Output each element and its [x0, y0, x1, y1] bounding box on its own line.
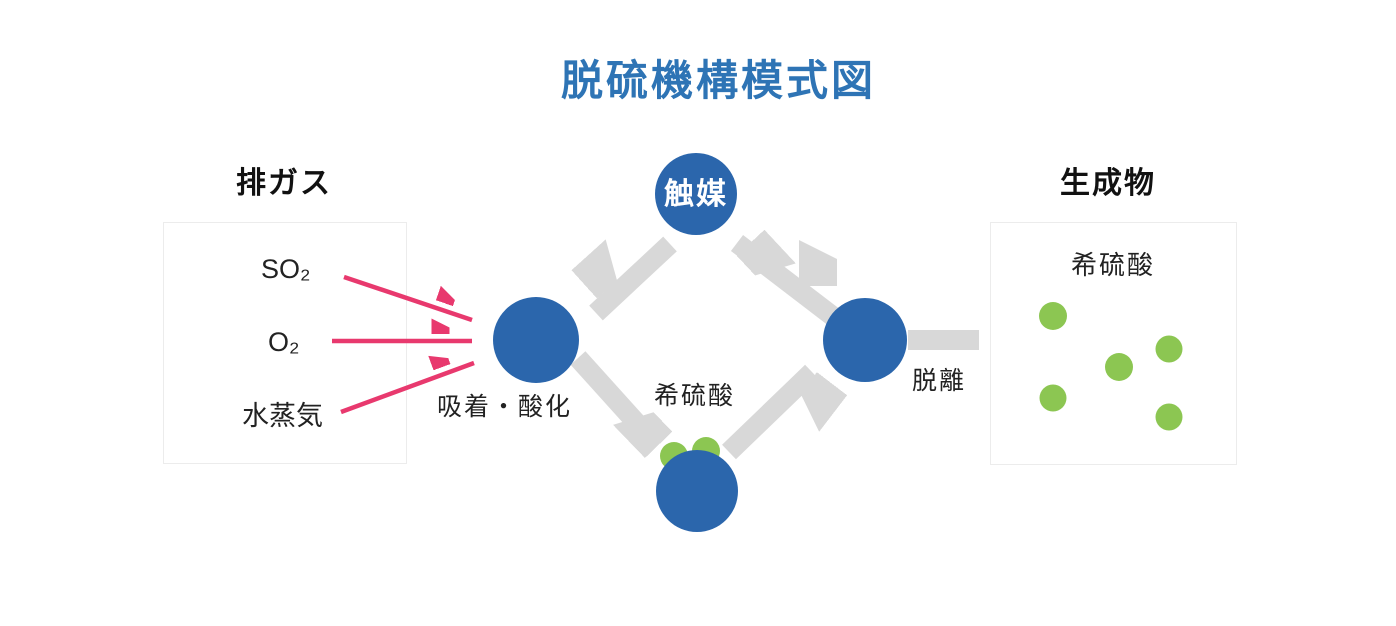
product-green-dot — [1155, 335, 1183, 363]
dilute-sulfuric-acid-label: 希硫酸 — [654, 382, 736, 410]
adsorption-circle — [493, 297, 579, 383]
product-substance-label: 希硫酸 — [1071, 250, 1156, 280]
dilute-sulfuric-acid-circle — [656, 450, 738, 532]
exhaust-gas-heading: 排ガス — [236, 167, 332, 200]
o2-label: O₂ — [268, 327, 300, 357]
cycle-arrow-catalyst-to-adsorption — [589, 244, 670, 321]
so2-label: SO₂ — [261, 254, 311, 284]
product-green-dot — [1039, 384, 1067, 412]
cycle-arrow-acid-to-desorption — [729, 364, 819, 460]
arrow-so2-to-adsorption — [343, 274, 473, 323]
product-heading: 生成物 — [1060, 167, 1156, 200]
adsorption-oxidation-label: 吸着・酸化 — [437, 393, 573, 421]
cycle-arrow-adsorption-to-acid — [570, 358, 660, 447]
product-green-dot — [1039, 302, 1067, 330]
cycle-arrow-desorption-to-catalyst — [730, 235, 835, 318]
arrow-water-vapor-to-adsorption — [340, 363, 475, 415]
product-green-dot — [1105, 353, 1133, 381]
product-green-dot — [1155, 403, 1183, 431]
catalyst-label: 触媒 — [664, 178, 728, 211]
product-box — [990, 222, 1237, 465]
water-vapor-label: 水蒸気 — [242, 401, 323, 431]
desorption-label: 脱離 — [912, 367, 967, 395]
desorption-circle — [823, 298, 907, 382]
diagram-title: 脱硫機構模式図 — [561, 57, 877, 104]
catalyst-circle — [655, 153, 737, 235]
